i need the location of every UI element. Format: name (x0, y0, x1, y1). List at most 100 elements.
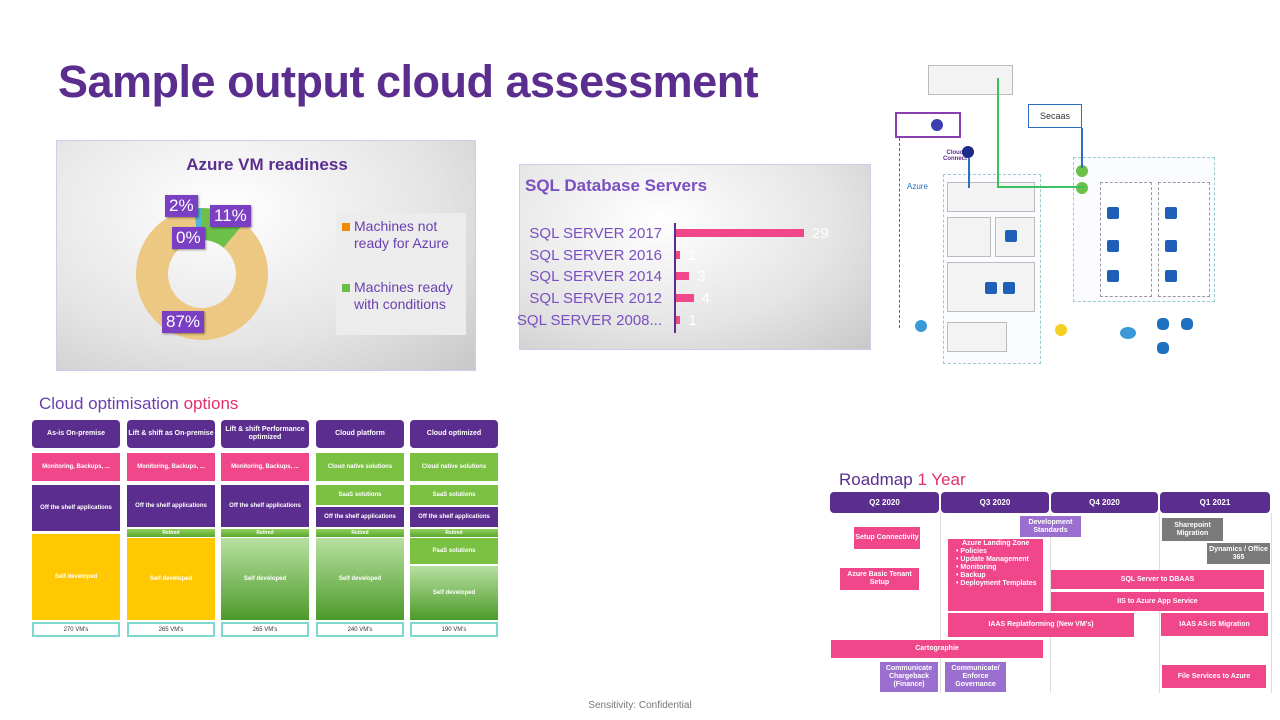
roadmap-item: SQL Server to DBAAS (1051, 570, 1264, 589)
block-green: Cloud native solutions (316, 453, 404, 481)
roadmap-title: Roadmap 1 Year (839, 470, 966, 490)
vm-readiness-chart: Azure VM readiness 2% 11% 0% 87% Machine… (56, 140, 476, 371)
column-header: As-is On-premise (32, 420, 120, 448)
roadmap-item: IAAS Replatforming (New VM's) (948, 613, 1134, 637)
block-pink: Monitoring, Backups, ... (127, 453, 215, 481)
value-label: 4 (701, 290, 710, 308)
cloud-connect-label: Cloud Connect (943, 150, 967, 162)
diagram-box (895, 112, 961, 138)
value-label: 29 (812, 225, 829, 242)
list-text: Backup (960, 572, 986, 579)
bar (676, 272, 690, 281)
category-label: SQL SERVER 2016 (529, 246, 662, 264)
bar (676, 294, 694, 303)
bar (676, 229, 804, 237)
item-list: • Policies• Update Management• Monitorin… (956, 548, 1037, 588)
block-grad: Self developed (410, 566, 498, 620)
sql-icon (1157, 342, 1169, 354)
title-part: options (183, 394, 239, 413)
quarter-header: Q4 2020 (1051, 492, 1158, 513)
block-retired: Retired (221, 529, 309, 537)
value-label: 3 (697, 268, 706, 286)
category-label: SQL SERVER 2008... (516, 311, 662, 329)
list-item: • Policies (956, 548, 1037, 556)
roadmap-item: Sharepoint Migration (1162, 518, 1223, 541)
connector-line (968, 158, 970, 188)
vm-icon (1003, 282, 1015, 294)
block-purple: Off the shelf applications (221, 485, 309, 527)
list-text: Monitoring (960, 564, 997, 571)
value-label: 1 (688, 311, 697, 329)
vm-count: 265 VM's (127, 622, 215, 637)
vm-icon (1005, 230, 1017, 242)
value-label: 1 (688, 246, 697, 264)
y-axis (674, 223, 676, 333)
legend-item: Machines not ready for Azure (342, 218, 466, 252)
router-icon (962, 146, 974, 158)
block-green: PaaS solutions (410, 538, 498, 564)
bar (676, 315, 681, 324)
block-green: Cloud native solutions (410, 453, 498, 481)
legend-swatch (342, 223, 350, 231)
cloud-icon (1120, 327, 1136, 339)
roadmap-item: Azure Basic Tenant Setup (840, 568, 919, 590)
slide-title: Sample output cloud assessment (58, 56, 759, 107)
block-purple: Off the shelf applications (32, 485, 120, 531)
column-header: Lift & shift Performance optimized (221, 420, 309, 448)
legend-swatch (342, 284, 350, 292)
block-yellow: Self developed (127, 538, 215, 620)
bullet: • (956, 580, 961, 587)
block-purple: Off the shelf applications (316, 507, 404, 527)
block-retired: Retired (127, 529, 215, 537)
roadmap-item: Communicate/ Enforce Governance (945, 662, 1006, 692)
block-pink: Monitoring, Backups, ... (32, 453, 120, 481)
quarter-divider (940, 513, 941, 693)
connector-line (1081, 128, 1083, 168)
network-icon (931, 119, 943, 131)
category-label: SQL SERVER 2012 (529, 290, 662, 308)
donut-slice (136, 208, 268, 340)
bullet: • (956, 556, 961, 563)
roadmap-item: Cartographie (831, 640, 1043, 658)
column-header: Cloud optimized (410, 420, 498, 448)
chart-title: SQL Database Servers (525, 176, 708, 195)
vm-icon (1165, 207, 1177, 219)
secaas-box: Secaas (1028, 104, 1082, 128)
sensitivity-label: Sensitivity: Confidential (588, 700, 692, 711)
item-title: Azure Landing Zone (962, 540, 1030, 547)
vm-icon (1107, 270, 1119, 282)
bar (676, 250, 681, 259)
quarter-header: Q2 2020 (830, 492, 939, 513)
quarter-divider (1271, 513, 1272, 693)
block-green: SaaS solutions (316, 485, 404, 505)
quarter-divider (1050, 513, 1051, 693)
roadmap-item: IIS to Azure App Service (1051, 592, 1264, 611)
diagram-box (928, 65, 1013, 95)
list-item: • Deployment Templates (956, 580, 1037, 588)
gateway-icon (1076, 165, 1088, 177)
data-label: 11% (210, 205, 251, 227)
vm-icon (1165, 240, 1177, 252)
title-part: Cloud optimisation (39, 394, 184, 413)
gateway-icon (1076, 182, 1088, 194)
list-text: Policies (960, 548, 987, 555)
roadmap-item: IAAS AS-IS Migration (1161, 613, 1268, 636)
chart-legend: Machines not ready for Azure Machines re… (336, 213, 466, 335)
vm-count: 270 VM's (32, 622, 120, 637)
category-label: SQL SERVER 2014 (529, 268, 662, 286)
list-item: • Monitoring (956, 564, 1037, 572)
list-item: • Backup (956, 572, 1037, 580)
bullet: • (956, 564, 961, 571)
title-part: 1 Year (917, 470, 966, 489)
optimisation-title: Cloud optimisation options (39, 394, 238, 414)
connector-line (997, 186, 1085, 188)
roadmap-item: Dynamics / Office 365 (1207, 543, 1270, 564)
legend-label: Machines not ready for Azure (354, 218, 449, 251)
vm-icon (1107, 240, 1119, 252)
diagram-box (947, 322, 1007, 352)
column-header: Lift & shift as On-premise (127, 420, 215, 448)
quarter-header: Q3 2020 (941, 492, 1049, 513)
roadmap-item: Setup Connectivity (854, 527, 920, 549)
vm-icon (985, 282, 997, 294)
vm-icon (1165, 270, 1177, 282)
